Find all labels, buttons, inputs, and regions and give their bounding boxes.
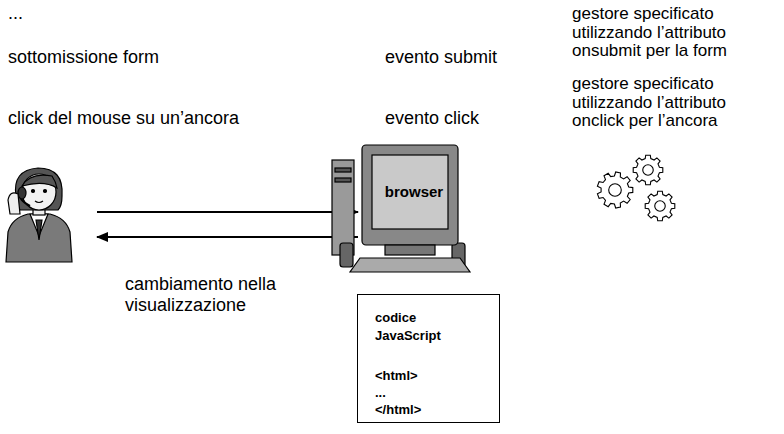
node-text: <html> — [375, 367, 489, 384]
label-text: click del mouse su un’ancora — [8, 108, 239, 129]
arrow — [97, 236, 358, 238]
label-text: evento submit — [385, 47, 497, 68]
node-text: browser — [385, 183, 443, 201]
label-text: gestore specificato utilizzando l’attrib… — [572, 5, 782, 61]
label-text: cambiamento nella visualizzazione — [125, 274, 285, 316]
node-text: codice JavaScript — [375, 309, 455, 345]
label-text: evento click — [385, 108, 479, 129]
document-box: codice JavaScript <html>...</html> — [357, 294, 500, 423]
node-text: ... — [375, 384, 489, 401]
node-text: </html> — [375, 401, 489, 418]
label-text: gestore specificato utilizzando l’attrib… — [572, 75, 782, 131]
label-text: ... — [8, 3, 23, 24]
person-illustration — [6, 168, 72, 262]
gears-icon — [597, 155, 674, 221]
arrow — [97, 211, 358, 213]
label-text: sottomissione form — [8, 47, 159, 68]
computer-illustration — [332, 145, 470, 272]
browser-screen: browser — [372, 155, 448, 229]
